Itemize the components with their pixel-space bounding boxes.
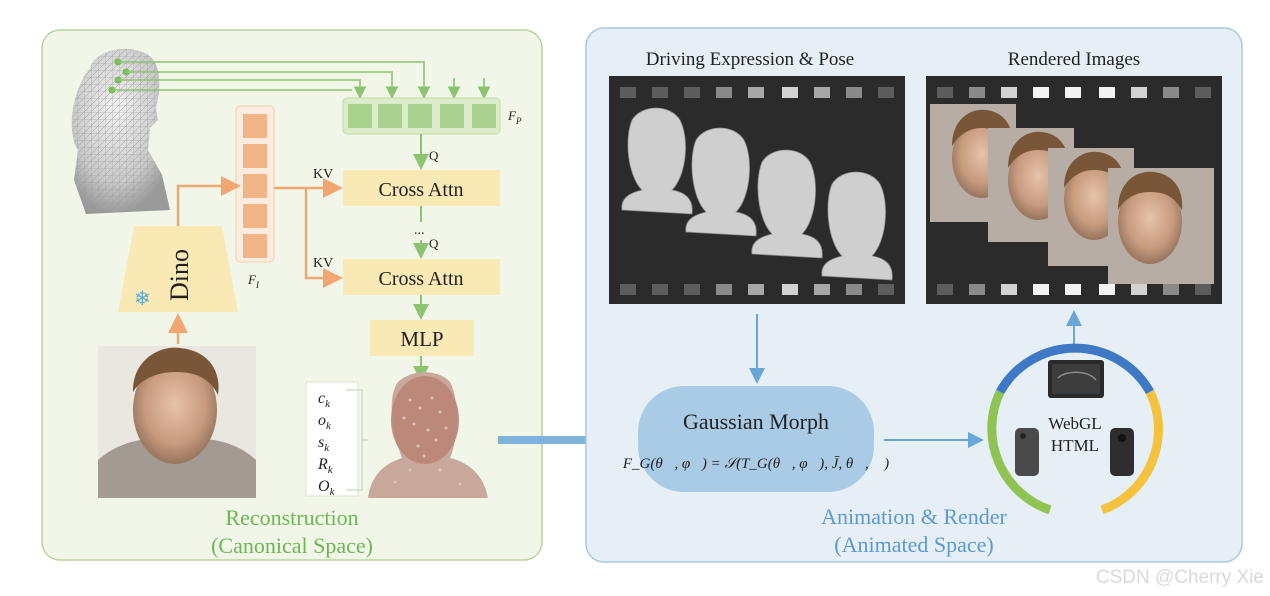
q-label-2: Q — [429, 236, 439, 251]
svg-text:Cross Attn: Cross Attn — [378, 179, 463, 201]
snowflake-icon: ❄ — [134, 288, 151, 310]
svg-text:MLP: MLP — [400, 327, 443, 351]
html-label: HTML — [1051, 436, 1099, 455]
cross-attn-block-1: Cross Attn — [343, 170, 500, 206]
rendered-title: Rendered Images — [1008, 49, 1140, 70]
feature-i-label: FI — [247, 272, 260, 290]
kv-label-1: KV — [313, 167, 333, 182]
dino-encoder: Dino ❄ — [118, 226, 238, 312]
panel-transition-arrow — [498, 426, 636, 454]
q-label-1: Q — [429, 148, 439, 163]
animation-render-caption: Animation & Render — [821, 504, 1007, 529]
reconstruction-caption: Reconstruction — [225, 505, 358, 530]
gaussian-attributes: ck ok sk Rk Ok — [305, 381, 368, 498]
kv-label-2: KV — [313, 256, 333, 271]
blue-flow-arrows — [749, 310, 1082, 448]
point-cloud-icon — [368, 372, 488, 498]
film-strip-icon — [609, 76, 905, 304]
webgl-label: WebGL — [1048, 414, 1101, 433]
svg-text:ck: ck — [318, 390, 331, 410]
svg-text:Rk: Rk — [317, 456, 334, 476]
svg-text:sk: sk — [318, 434, 330, 454]
morph-formula: F_G(θ⃗, φ⃗) = 𝒮(T_G(θ⃗, φ⃗), J̄, θ⃗, 𝒲) — [622, 456, 889, 472]
cross-attn-block-2: Cross Attn — [343, 259, 500, 295]
face-photo-icon — [98, 346, 256, 498]
animated-space-caption: (Animated Space) — [834, 532, 993, 557]
mesh-point-connectors — [112, 61, 491, 100]
laptop-icon — [1048, 360, 1104, 398]
driving-heads — [621, 107, 893, 281]
svg-text:Ok: Ok — [318, 478, 336, 498]
svg-text:Cross Attn: Cross Attn — [378, 268, 463, 290]
dino-label: Dino — [165, 249, 194, 301]
mlp-block: MLP — [370, 320, 474, 356]
orange-arrows — [168, 176, 343, 344]
film-strip-icon — [926, 76, 1222, 304]
driving-title: Driving Expression & Pose — [646, 49, 854, 70]
rendered-faces — [930, 104, 1214, 284]
watermark: CSDN @Cherry Xie — [1096, 567, 1264, 588]
feature-p-label: FP — [507, 108, 522, 126]
phone-icon — [1015, 428, 1039, 476]
ellipsis-label: ... — [414, 223, 425, 238]
phone-icon — [1110, 428, 1134, 476]
gaussian-morph-block: Gaussian Morph F_G(θ⃗, φ⃗) = 𝒮(T_G(θ⃗, φ… — [622, 386, 889, 492]
feature-column-fi — [235, 105, 275, 263]
morph-title: Gaussian Morph — [683, 409, 829, 434]
query-tokens-fp — [342, 97, 501, 135]
canonical-space-caption: (Canonical Space) — [211, 533, 373, 558]
device-ring — [987, 343, 1163, 515]
svg-text:ok: ok — [318, 412, 332, 432]
